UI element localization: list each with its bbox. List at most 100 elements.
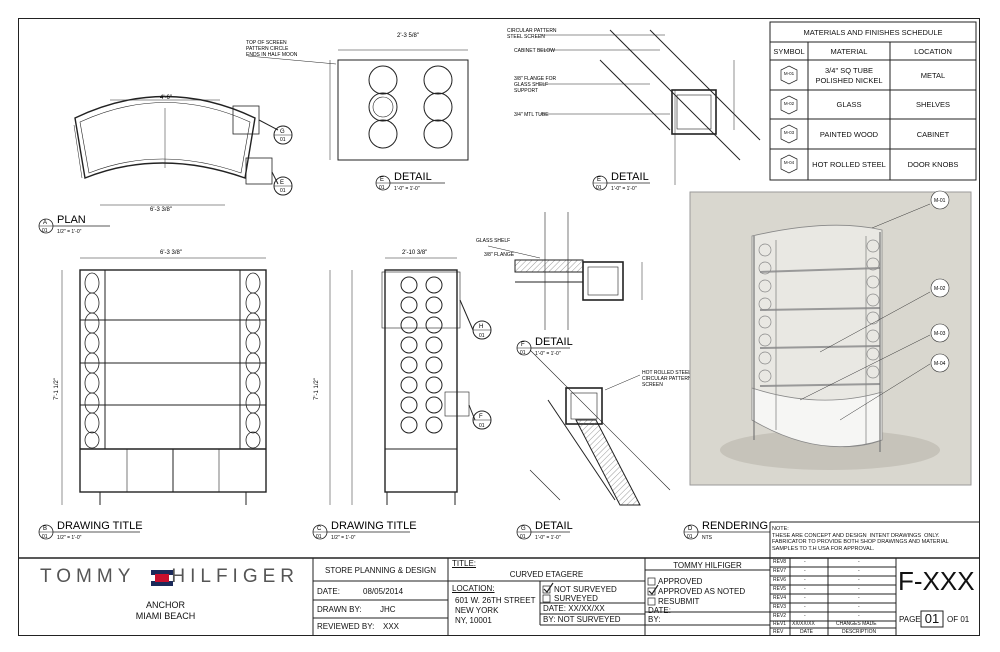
rendering-scale: NTS (702, 535, 713, 541)
detail-g-sheet: 01 (520, 534, 526, 540)
elev-width-dim: 6'-3 3/8" (160, 250, 182, 256)
sheet-number: F-XXX (898, 566, 975, 596)
rev-row-date: - (804, 613, 806, 619)
survey-surveyed: SURVEYED (554, 594, 598, 603)
elevation-c (329, 257, 492, 505)
location-label: LOCATION: (452, 584, 495, 593)
plan-view (73, 95, 293, 206)
elevation-b-screen-right (245, 272, 261, 449)
elevation-b-screen-left (84, 272, 100, 449)
schedule-location-m03: CABINET (916, 130, 950, 139)
rev-row-desc: - (858, 595, 860, 601)
rev-row-date: XX/XX/XX (792, 621, 815, 627)
callout-e-sheet: 01 (280, 188, 286, 194)
cabinet-below-note: CABINET BELOW (514, 48, 555, 54)
approval-by: BY: (648, 615, 661, 624)
drawing-b-letter: B (43, 526, 47, 532)
schedule-material-m01-line1: 3/4" SQ TUBE (825, 66, 873, 75)
address-line1: 601 W. 26TH STREET (455, 596, 536, 605)
detail-f-scale: 1'-0" = 1'-0" (535, 351, 561, 357)
revision-table: REV8 - - REV7 - - REV6 - - REV5 - - REV4… (770, 558, 896, 636)
schedule-material-m03: PAINTED WOOD (819, 130, 879, 139)
department: STORE PLANNING & DESIGN (325, 566, 436, 575)
date-label: DATE: (317, 587, 340, 596)
callout-g-sheet: 01 (280, 137, 286, 143)
schedule-header-material: MATERIAL (830, 47, 868, 56)
rev-row: REV5 (773, 586, 787, 592)
view-title-texts: A 01 PLAN 1/2" = 1'-0" B 01 DRAWING TITL… (42, 171, 768, 541)
schedule-material-m02: GLASS (836, 100, 862, 109)
render-tag-m04: M-04 (934, 361, 946, 367)
approval-date: DATE: (648, 606, 671, 615)
rev-row-desc: - (858, 559, 860, 565)
drawing-c-sheet: 01 (316, 534, 322, 540)
plan-depth-dim: 4'-6" (160, 95, 172, 101)
callout-f-letter: F (479, 414, 483, 420)
rev-row-desc: - (858, 568, 860, 574)
rev-row-desc: - (858, 604, 860, 610)
rev-row-date: - (804, 604, 806, 610)
rev-row: REV6 (773, 577, 787, 583)
survey-date: DATE: XX/XX/XX (543, 604, 605, 613)
reviewed-by-value: XXX (383, 622, 400, 631)
rev-row: REV7 (773, 568, 787, 574)
title-value: CURVED ETAGERE (509, 570, 584, 579)
page-label: PAGE (899, 615, 921, 624)
approval-header: TOMMY HILFIGER (673, 561, 742, 570)
detail-f-letter: F (521, 342, 525, 348)
rev-row-date: - (804, 577, 806, 583)
rev-row: REV2 (773, 613, 787, 619)
address-line2: NEW YORK (455, 606, 499, 615)
callout-f-sheet: 01 (479, 423, 485, 429)
callout-e-letter: E (280, 180, 284, 186)
side-depth-dim: 2'-10 3/8" (402, 250, 427, 256)
drawing-b-sheet: 01 (42, 534, 48, 540)
detail-e2-scale: 1'-0" = 1'-0" (611, 186, 637, 192)
schedule-symbol-m02: M-02 (783, 101, 795, 106)
schedule-location-m04: DOOR KNOBS (907, 160, 959, 169)
schedule-material-m01-line2: POLISHED NICKEL (815, 76, 883, 85)
schedule-material-m04: HOT ROLLED STEEL (812, 160, 886, 169)
survey-not-surveyed: NOT SURVEYED (554, 585, 617, 594)
detail-e1-scale: 1'-0" = 1'-0" (394, 186, 420, 192)
approval-approved: APPROVED (658, 577, 703, 586)
store-line2: MIAMI BEACH (135, 611, 196, 621)
detail-e2-letter: E (597, 177, 601, 183)
detail-g-letter: G (521, 526, 526, 532)
render-tag-m03: M-03 (934, 331, 946, 337)
drawing-b-title: DRAWING TITLE (57, 520, 143, 532)
rendering-letter: D (688, 526, 693, 532)
plan-title-letter: A (43, 220, 47, 226)
rev-row-desc: - (858, 586, 860, 592)
survey-by: BY: NOT SURVEYED (543, 615, 621, 624)
detail-f-title: DETAIL (535, 336, 573, 348)
detail-g-section (529, 349, 671, 506)
drawing-b-scale: 1/2" = 1'-0" (57, 535, 82, 541)
flange-note: 3/8" FLANGE (484, 252, 515, 258)
rendering-image: M-01 M-02 M-03 M-04 (689, 190, 972, 486)
rev-row: REV3 (773, 604, 787, 610)
schedule-symbol-m01: M-01 (783, 71, 795, 76)
page-of: OF 01 (947, 615, 970, 624)
drawing-c-letter: C (317, 526, 322, 532)
detail-g-title: DETAIL (535, 520, 573, 532)
rev-header-date: DATE (800, 629, 813, 635)
rev-header-desc: DESCRIPTION (842, 629, 877, 635)
schedule-symbol-m03: M-03 (783, 130, 795, 135)
page-value: 01 (924, 611, 940, 626)
brand-right: HILFIGER (171, 566, 299, 587)
drawn-by-value: JHC (380, 605, 396, 614)
detail-e1-title: DETAIL (394, 171, 432, 183)
plan-width-dim: 6'-3 3/8" (150, 207, 172, 213)
detail-e1-letter: E (380, 177, 384, 183)
drawn-by-label: DRAWN BY: (317, 605, 362, 614)
callout-g-letter: G (280, 129, 285, 135)
elev-height-dim: 7'-1 1/2" (54, 378, 60, 400)
reviewed-by-label: REVIEWED BY: (317, 622, 375, 631)
detail-f-sheet: 01 (520, 350, 526, 356)
detail-e-width-dim: 2'-3 5/8" (397, 33, 419, 39)
note-box: NOTE: THESE ARE CONCEPT AND DESIGN INTEN… (772, 526, 949, 552)
